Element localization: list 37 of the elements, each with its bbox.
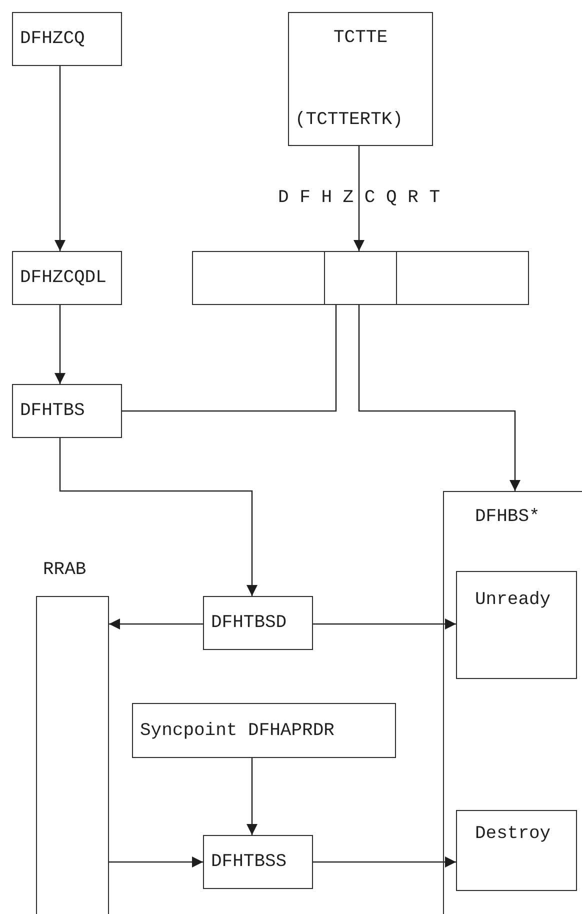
module-group-panel <box>443 491 582 914</box>
process-box <box>456 571 577 679</box>
box-label: DFHTBS <box>20 400 85 422</box>
arrow <box>313 618 456 630</box>
process-box <box>132 703 396 758</box>
record-field-box <box>396 251 529 305</box>
arrow <box>313 856 456 868</box>
box-label: DFHZCQDL <box>20 267 106 289</box>
box-label: (TCTTERTK) <box>295 109 404 131</box>
arrow <box>54 66 66 251</box>
arrow <box>246 758 258 835</box>
arrow <box>54 305 66 384</box>
box-label: TCTTE <box>332 27 388 49</box>
arrow <box>59 438 258 596</box>
process-box <box>288 12 433 146</box>
heading-label: RRAB <box>43 559 86 581</box>
box-label: Unready <box>475 589 551 611</box>
process-box <box>456 810 577 891</box>
box-label: DFHTBSS <box>211 851 287 873</box>
connector-line <box>122 305 337 412</box>
box-label: Destroy <box>475 823 551 845</box>
arrow <box>354 146 364 251</box>
box-label: DFHTBSD <box>211 612 287 634</box>
process-box <box>203 596 313 650</box>
record-field-box <box>192 251 325 305</box>
arrow <box>358 305 520 491</box>
process-box <box>12 12 122 66</box>
process-box <box>12 251 122 305</box>
heading-label: DFHBS* <box>475 506 540 528</box>
arrow <box>109 618 203 630</box>
process-box <box>12 384 122 438</box>
record-field-box <box>324 251 397 305</box>
box-label: Syncpoint DFHAPRDR <box>140 720 334 742</box>
edge-label: D F H Z C Q R T <box>278 187 440 209</box>
box-label: DFHZCQ <box>20 28 85 50</box>
arrow <box>109 856 203 868</box>
process-box <box>203 835 313 889</box>
